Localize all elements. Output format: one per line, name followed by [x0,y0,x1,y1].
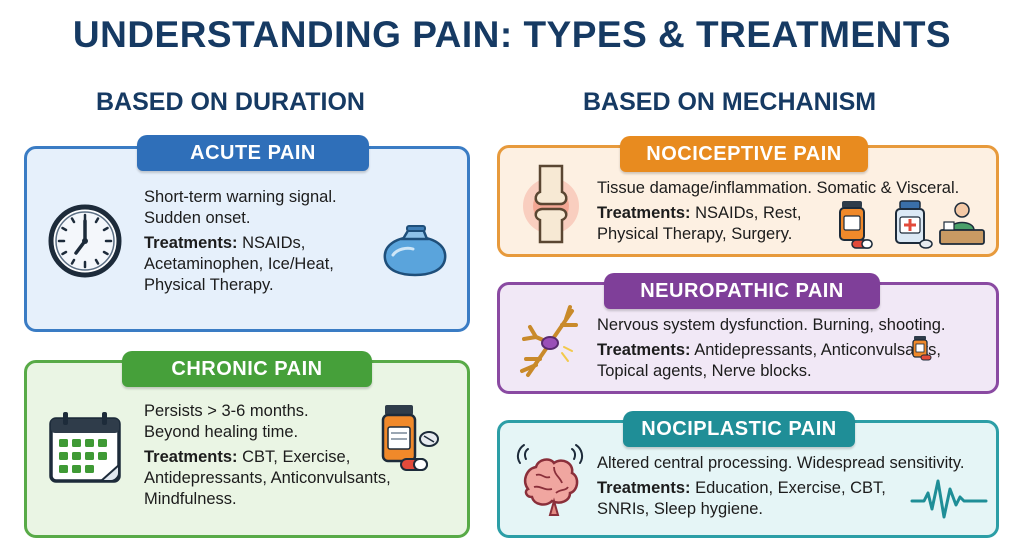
brain-icon [516,444,584,516]
waveform-icon [910,479,988,519]
inflamed-joint-icon [523,164,579,244]
treatments: Treatments: NSAIDs, Rest, Physical Thera… [597,204,802,243]
card-title-nociceptive: NOCICEPTIVE PAIN [620,136,868,172]
card-nociceptive-pain: NOCICEPTIVE PAIN Tissue damage/inflammat… [497,136,999,257]
card-text-nociceptive: Tissue damage/inflammation. Somatic & Vi… [597,178,997,245]
card-text-chronic: Persists > 3-6 months. Beyond healing ti… [144,401,444,510]
card-text-neuropathic: Nervous system dysfunction. Burning, sho… [597,315,997,382]
section-heading-duration: BASED ON DURATION [96,88,365,116]
page-title: UNDERSTANDING PAIN: TYPES & TREATMENTS [72,14,952,55]
card-title-neuropathic: NEUROPATHIC PAIN [604,273,880,309]
card-text-acute: Short-term warning signal. Sudden onset.… [144,187,394,296]
description: Short-term warning signal. Sudden onset. [144,188,337,227]
card-neuropathic-pain: NEUROPATHIC PAIN Nervous system dysfunct… [497,273,999,394]
pill-bottle-icon [839,201,873,249]
treatments: Treatments: Antidepressants, Anticonvuls… [597,341,941,380]
treatments: Treatments: Education, Exercise, CBT, SN… [597,479,886,518]
clock-icon [48,204,122,278]
card-title-nociplastic: NOCIPLASTIC PAIN [623,411,855,447]
treatments: Treatments: NSAIDs, Acetaminophen, Ice/H… [144,234,334,294]
card-chronic-pain: CHRONIC PAIN Persists > 3-6 months. Beyo… [24,351,470,538]
treatments: Treatments: CBT, Exercise, Antidepressan… [144,448,391,508]
calendar-icon [49,412,121,483]
description: Nervous system dysfunction. Burning, sho… [597,316,946,334]
description: Persists > 3-6 months. Beyond healing ti… [144,402,309,441]
therapist-icon [939,202,985,245]
card-title-chronic: CHRONIC PAIN [122,351,372,387]
neuron-icon [520,305,578,377]
description: Tissue damage/inflammation. Somatic & Vi… [597,179,960,197]
small-pill-bottle-icon [912,336,932,361]
card-title-acute: ACUTE PAIN [137,135,369,171]
medicine-bottle-icon [895,200,933,249]
pill-bottle-icon [381,405,439,471]
card-acute-pain: ACUTE PAIN Short-term warning signal. Su… [24,135,470,332]
ice-pack-icon [383,225,447,277]
card-nociplastic-pain: NOCIPLASTIC PAIN Altered central process… [497,411,999,538]
description: Altered central processing. Widespread s… [597,454,965,472]
section-heading-mechanism: BASED ON MECHANISM [583,88,877,116]
card-text-nociplastic: Altered central processing. Widespread s… [597,453,997,520]
